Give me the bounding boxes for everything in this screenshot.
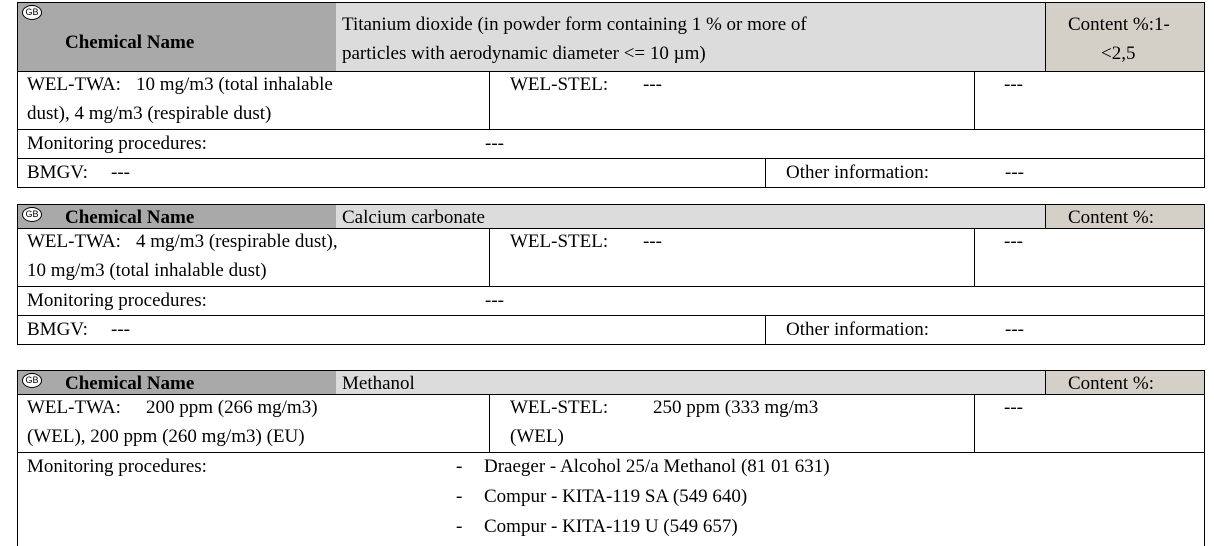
monitoring-label: Monitoring procedures: — [27, 456, 207, 477]
wel-twa-label: WEL-TWA: — [27, 397, 121, 418]
monitoring-row: Monitoring procedures: - Draeger - Alcoh… — [17, 453, 1205, 546]
monitoring-value: --- — [485, 133, 504, 154]
monitoring-label: Monitoring procedures: — [27, 290, 207, 311]
chemical-name-label: Chemical Name — [65, 32, 195, 53]
content-percent-line2: <2,5 — [1101, 43, 1136, 64]
wel-row: WEL-TWA: 200 ppm (266 mg/m3) (WEL), 200 … — [17, 395, 1205, 453]
bmgv-value: --- — [111, 162, 130, 183]
chemical-name-header-cell: GB Chemical Name — [17, 370, 337, 395]
content-percent-cell: Content %: — [1045, 370, 1205, 395]
wel-stel-value: --- — [643, 231, 662, 252]
other-info-value: --- — [1005, 162, 1024, 183]
gb-flag-icon: GB — [22, 207, 42, 222]
wel-twa-value-line1: 10 mg/m3 (total inhalable — [136, 74, 333, 95]
other-info-label: Other information: — [786, 162, 929, 183]
wel-stel-value-line2: (WEL) — [510, 426, 564, 447]
bmgv-value: --- — [111, 319, 130, 340]
wel-stel-label: WEL-STEL: — [510, 74, 609, 95]
wel-twa-value-line2: 10 mg/m3 (total inhalable dust) — [27, 260, 267, 281]
third-value: --- — [1004, 397, 1023, 418]
monitoring-row: Monitoring procedures: --- — [17, 130, 1205, 159]
content-percent-cell: Content %: — [1045, 204, 1205, 229]
wel-stel-label: WEL-STEL: — [510, 397, 609, 418]
bmgv-label: BMGV: — [27, 162, 88, 183]
chemical-name-header-cell: GB Chemical Name — [17, 204, 337, 229]
wel-stel-label: WEL-STEL: — [510, 231, 609, 252]
content-percent-line1: Content %:1- — [1068, 14, 1170, 35]
monitoring-row: Monitoring procedures: --- — [17, 287, 1205, 316]
monitoring-item: Compur - KITA-119 U (549 657) — [484, 516, 738, 537]
wel-twa-value-line1: 200 ppm (266 mg/m3) — [146, 397, 318, 418]
wel-twa-label: WEL-TWA: — [27, 231, 121, 252]
wel-row: WEL-TWA: 10 mg/m3 (total inhalable dust)… — [17, 72, 1205, 130]
wel-twa-label: WEL-TWA: — [27, 74, 121, 95]
gb-flag-icon: GB — [22, 373, 42, 388]
monitoring-value: --- — [485, 290, 504, 311]
wel-twa-value-line2: (WEL), 200 ppm (260 mg/m3) (EU) — [27, 426, 305, 447]
wel-row: WEL-TWA: 4 mg/m3 (respirable dust), 10 m… — [17, 229, 1205, 287]
content-percent-cell: Content %:1- <2,5 — [1045, 2, 1205, 72]
third-value: --- — [1004, 74, 1023, 95]
wel-twa-value-line1: 4 mg/m3 (respirable dust), — [136, 231, 338, 252]
bmgv-row: BMGV: --- Other information: --- — [17, 159, 1205, 188]
bmgv-row: BMGV: --- Other information: --- — [17, 316, 1205, 345]
chemical-name-value-cell: Calcium carbonate — [336, 204, 1046, 229]
chemical-name-label: Chemical Name — [65, 207, 195, 228]
list-bullet: - — [456, 486, 463, 507]
chemical-name-header-cell: GB Chemical Name — [17, 2, 337, 72]
chemical-name-label: Chemical Name — [65, 373, 195, 394]
bmgv-label: BMGV: — [27, 319, 88, 340]
wel-stel-value-line1: 250 ppm (333 mg/m3 — [653, 397, 819, 418]
chemical-name-value-line1: Titanium dioxide (in powder form contain… — [342, 14, 807, 35]
content-percent: Content %: — [1068, 373, 1155, 394]
other-info-value: --- — [1005, 319, 1024, 340]
list-bullet: - — [456, 456, 463, 477]
gb-flag-icon: GB — [22, 5, 42, 20]
monitoring-label: Monitoring procedures: — [27, 133, 207, 154]
monitoring-item: Compur - KITA-119 SA (549 640) — [484, 486, 748, 507]
wel-stel-value: --- — [643, 74, 662, 95]
chemical-name-value-cell: Methanol — [336, 370, 1046, 395]
chemical-name-value-cell: Titanium dioxide (in powder form contain… — [336, 2, 1046, 72]
chemical-name-value: Calcium carbonate — [342, 207, 485, 228]
list-bullet: - — [456, 516, 463, 537]
monitoring-item: Draeger - Alcohol 25/a Methanol (81 01 6… — [484, 456, 830, 477]
third-value: --- — [1004, 231, 1023, 252]
other-info-label: Other information: — [786, 319, 929, 340]
chemical-name-value-line2: particles with aerodynamic diameter <= 1… — [342, 43, 706, 64]
wel-twa-value-line2: dust), 4 mg/m3 (respirable dust) — [27, 103, 272, 124]
chemical-name-value: Methanol — [342, 373, 415, 394]
content-percent: Content %: — [1068, 207, 1155, 228]
